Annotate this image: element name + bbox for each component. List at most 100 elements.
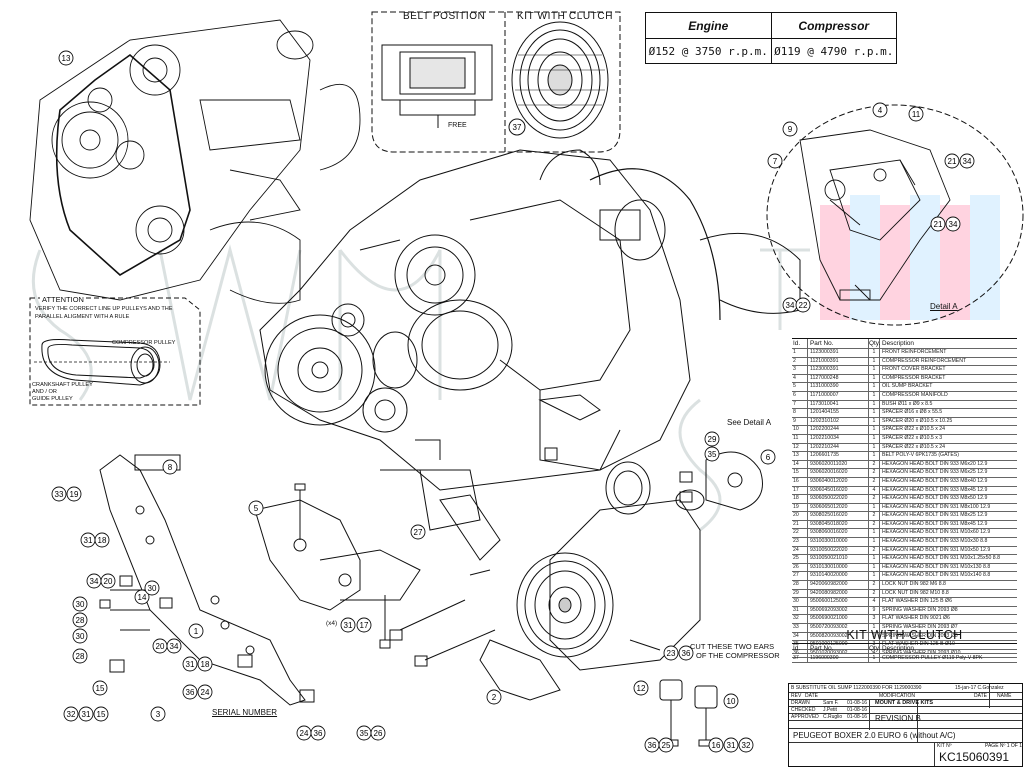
speed-header-engine: Engine bbox=[688, 18, 729, 33]
callout-bubble bbox=[188, 623, 204, 639]
tb-checked: CHECKED bbox=[791, 707, 816, 713]
x4-label: (x4) bbox=[326, 620, 338, 627]
parts-cell-description: HEXAGON HEAD BOLT DIN 931 M8x45 12.9 bbox=[882, 520, 988, 527]
parts-cell-qty: 1 bbox=[869, 434, 880, 443]
tb-approved: APPROVED bbox=[791, 714, 819, 720]
parts-header-description: Description bbox=[882, 340, 914, 347]
callout-bubble bbox=[370, 725, 386, 741]
parts-cell-part-no: 9310030010000 bbox=[808, 538, 869, 546]
callout-number: 34 bbox=[949, 220, 958, 229]
callout-number: 6 bbox=[766, 453, 771, 462]
parts-cell-qty: 1 bbox=[869, 624, 880, 632]
callout-bubble bbox=[658, 737, 674, 753]
parts-cell-part-no: 9310050022020 bbox=[808, 546, 869, 555]
parts-cell-description: HEXAGON HEAD BOLT DIN 933 M8x40 12.9 bbox=[882, 477, 988, 484]
callout-bubble bbox=[63, 706, 79, 722]
callout-bubble bbox=[410, 524, 426, 540]
callout-number: 34 bbox=[963, 157, 972, 166]
parts-cell-part-no: 1202310102 bbox=[808, 417, 869, 426]
tb-modification-col: MODIFICATION bbox=[879, 693, 916, 699]
callout-number: 30 bbox=[76, 632, 85, 641]
callout-number: 31 bbox=[82, 710, 91, 719]
parts-cell-id: 15 bbox=[792, 469, 808, 477]
callout-bubble bbox=[723, 693, 739, 709]
speed-table: Engine Compressor Ø152 @ 3750 r.p.m. Ø11… bbox=[645, 12, 897, 64]
parts-cell-part-no: 1201404155 bbox=[808, 409, 869, 417]
parts-cell-id: 11 bbox=[792, 434, 808, 443]
callout-number: 33 bbox=[55, 490, 64, 499]
parts-cell-qty: 4 bbox=[869, 486, 880, 495]
parts-cell-qty: 2 bbox=[869, 469, 880, 477]
callout-number: 36 bbox=[682, 649, 691, 658]
parts-cell-part-no: 1123000391 bbox=[808, 366, 869, 374]
parts-cell-part-no: 9310130010000 bbox=[808, 563, 869, 572]
parts-cell-qty: 1 bbox=[869, 400, 880, 409]
callout-number: 34 bbox=[170, 642, 179, 651]
callout-bubble bbox=[795, 297, 811, 313]
parts-cell-part-no: 9306050022020 bbox=[808, 495, 869, 503]
callout-number: 10 bbox=[727, 697, 736, 706]
callout-number: 24 bbox=[300, 729, 309, 738]
parts-cell-qty: 1 bbox=[869, 503, 880, 512]
watermark-color-block bbox=[820, 195, 1000, 320]
callout-bubble bbox=[72, 648, 88, 664]
parts-cell-part-no: 9306020011020 bbox=[808, 460, 869, 469]
callout-number: 30 bbox=[148, 584, 157, 593]
parts-cell-qty: 1 bbox=[869, 417, 880, 426]
callout-number: 2 bbox=[492, 693, 497, 702]
see-detail-label: See Detail A bbox=[727, 418, 772, 427]
callout-bubble bbox=[723, 737, 739, 753]
tb-approved-name: C.Ruglio bbox=[823, 714, 843, 720]
parts-cell-id: 34 bbox=[792, 632, 808, 641]
parts-cell-qty: 2 bbox=[869, 495, 880, 503]
attention-crank-line1: CRANKSHAFT PULLEY bbox=[32, 382, 93, 388]
parts-cell-qty: 2 bbox=[869, 512, 880, 520]
callout-bubble bbox=[945, 216, 961, 232]
clutch-callout-number: 37 bbox=[513, 123, 522, 132]
callout-number: 1 bbox=[194, 627, 199, 636]
parts-cell-id: 18 bbox=[792, 495, 808, 503]
parts-cell-id: 12 bbox=[792, 443, 808, 452]
parts-cell-part-no: 1206601735 bbox=[808, 452, 869, 460]
callout-number: 20 bbox=[156, 642, 165, 651]
parts-cell-description: FRONT COVER BRACKET bbox=[882, 366, 946, 373]
cut-ears-line2: OF THE COMPRESSOR bbox=[696, 651, 780, 660]
detail-a-sketch bbox=[799, 129, 951, 301]
kit-row-description: COMPRESSOR PULLEY Ø119 Poly-V 8PK bbox=[882, 655, 983, 661]
callout-bubble bbox=[930, 216, 946, 232]
callout-number: 18 bbox=[98, 536, 107, 545]
callout-bubble bbox=[356, 617, 372, 633]
parts-cell-part-no: 9420060982000 bbox=[808, 581, 869, 589]
kit-row-qty: 1 bbox=[869, 654, 880, 662]
parts-cell-part-no: 9308060016020 bbox=[808, 529, 869, 538]
parts-cell-part-no: 9308045018020 bbox=[808, 520, 869, 529]
parts-cell-id: 3 bbox=[792, 366, 808, 374]
parts-cell-part-no: 9500820093002 bbox=[808, 632, 869, 641]
parts-header-row: Id. Part No. Qty. Description bbox=[792, 338, 1017, 349]
parts-cell-description: HEXAGON HEAD BOLT DIN 931 M8x100 12.9 bbox=[882, 503, 991, 510]
parts-cell-description: SPRING WASHER DIN 2093 Ø8 bbox=[882, 606, 958, 613]
attention-crank-line3: GUIDE PULLEY bbox=[32, 396, 73, 402]
compressor-sketch bbox=[516, 451, 763, 671]
kit-row: 37 1196000300 1 COMPRESSOR PULLEY Ø119 P… bbox=[792, 654, 1017, 663]
callout-bubble bbox=[182, 684, 198, 700]
tb-revision-date: 15-jan-17 C.Gonzalez bbox=[955, 685, 1004, 691]
parts-cell-description: HEXAGON HEAD BOLT DIN 933 M8x50 12.9 bbox=[882, 495, 988, 502]
callout-bubble bbox=[162, 459, 178, 475]
callout-number: 31 bbox=[344, 621, 353, 630]
tb-description: PEUGEOT BOXER 2.0 EURO 6 (without A/C) bbox=[793, 731, 956, 740]
belt-free-label: FREE bbox=[448, 122, 467, 129]
kit-with-clutch-heading: KIT WITH CLUTCH bbox=[846, 628, 963, 642]
